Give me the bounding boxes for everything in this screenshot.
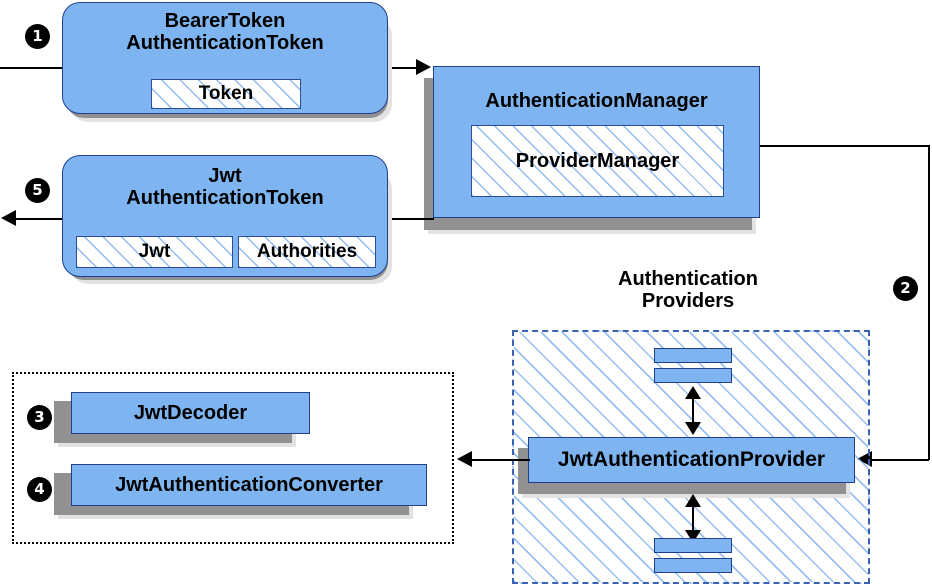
subbox-authorities-label: Authorities [256,241,358,262]
arrowhead-stack-bottom-up [685,494,701,507]
node-authentication-manager[interactable]: AuthenticationManager ProviderManager [433,66,760,218]
connector-manager-out-down [928,145,930,460]
badge-step-2: 2 [893,276,918,301]
arrowhead-response-out [1,210,16,226]
arrowhead-provider-to-decoders [457,451,472,467]
subbox-token-label: Token [198,83,254,104]
provider-stack-top-bar-2 [654,368,732,383]
jwt-token-title-line2: AuthenticationToken [126,186,324,209]
badge-step-3: 3 [27,405,52,430]
node-jwt-authentication-converter[interactable]: JwtAuthenticationConverter [71,464,427,506]
subbox-jwt-label: Jwt [138,241,171,262]
node-jwt-authentication-provider[interactable]: JwtAuthenticationProvider [528,437,855,483]
auth-manager-title-text: AuthenticationManager [485,90,708,112]
jwt-decoder-label: JwtDecoder [133,401,248,424]
connector-provider-to-decoders [472,459,530,461]
connector-manager-out-top [760,145,930,147]
bearer-token-title-line1: BearerToken [164,10,286,32]
badge-step-4: 4 [27,477,52,502]
arrowhead-stack-top-down [685,422,701,435]
badge-step-4-number: 4 [34,480,45,498]
badge-step-2-number: 2 [900,279,911,297]
arrowhead-bearer-to-manager [416,59,431,75]
provider-stack-top-bar-1 [654,348,732,363]
subbox-jwt[interactable]: Jwt [76,236,233,268]
jwt-token-title: Jwt AuthenticationToken [63,165,387,209]
node-bearer-token-authentication-token[interactable]: BearerToken AuthenticationToken Token [62,2,388,114]
subbox-provider-manager[interactable]: ProviderManager [471,125,724,197]
providers-caption-line1: Authentication [618,268,758,290]
provider-stack-bottom-bar-1 [654,538,732,553]
provider-stack-bottom-bar-2 [654,558,732,573]
jwt-converter-label: JwtAuthenticationConverter [115,473,383,496]
provider-title: JwtAuthenticationProvider [557,448,826,471]
badge-step-1: 1 [25,24,50,49]
providers-caption-line2: Providers [641,290,735,313]
subbox-provider-manager-label: ProviderManager [515,149,680,172]
connector-provider-stack-bottom [692,500,694,538]
bearer-token-title-line2: AuthenticationToken [126,31,324,54]
node-jwt-decoder[interactable]: JwtDecoder [71,392,310,434]
connector-response-out [16,218,70,220]
connector-manager-to-jwt-token [388,218,434,220]
node-jwt-authentication-token[interactable]: Jwt AuthenticationToken Jwt Authorities [62,155,388,277]
auth-manager-title: AuthenticationManager [434,90,759,113]
group-jwt-support-beans [12,372,454,544]
connector-bearer-to-manager [390,67,422,69]
badge-step-5: 5 [25,178,50,203]
badge-step-5-number: 5 [32,181,43,199]
badge-step-3-number: 3 [34,408,45,426]
jwt-token-title-line1: Jwt [208,165,242,187]
connector-into-provider [872,459,929,461]
badge-step-1-number: 1 [32,27,43,45]
connector-request-in [0,67,68,69]
bearer-token-title: BearerToken AuthenticationToken [63,10,387,54]
providers-caption: Authentication Providers [548,268,828,313]
arrowhead-stack-top-up [685,386,701,399]
subbox-token[interactable]: Token [151,79,301,109]
connector-provider-stack-top [692,392,694,430]
subbox-authorities[interactable]: Authorities [238,236,376,268]
